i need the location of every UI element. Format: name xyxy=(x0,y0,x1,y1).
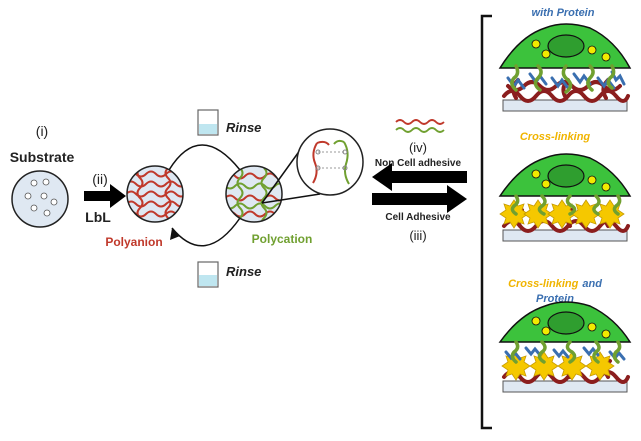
step-i-label: (i) xyxy=(36,123,48,139)
rinse-label-top: Rinse xyxy=(226,120,261,135)
cell-adhesive-label: Cell Adhesive xyxy=(385,212,451,223)
cell-panel-crosslink-protein xyxy=(498,301,632,393)
non-cell-adhesive-label: Non Cell adhesive xyxy=(375,158,462,169)
right-bracket xyxy=(480,14,492,430)
polyanion-label: Polyanion xyxy=(105,235,162,249)
lbl-arrow xyxy=(84,184,126,208)
panel-cross-linking-label: Cross-linking xyxy=(520,131,591,143)
cell-panel-protein xyxy=(498,23,632,112)
cell-panel-crosslink xyxy=(498,153,632,242)
lbl-label: LbL xyxy=(85,209,111,225)
panel-combined-and-word: and xyxy=(582,278,602,290)
polyanion-disc xyxy=(126,165,184,223)
cycle-loop xyxy=(168,144,241,247)
arrow-left-non-adhesive xyxy=(372,163,467,191)
rinse-label-bottom: Rinse xyxy=(226,264,261,279)
rinse-beaker-bottom xyxy=(197,261,219,288)
polycation-label: Polycation xyxy=(252,232,313,246)
panel-with-protein-label: with Protein xyxy=(532,7,595,19)
zoom-lines xyxy=(261,145,321,204)
step-ii-label: (ii) xyxy=(92,171,108,187)
polymer-chains-icon xyxy=(395,119,445,133)
zoom-detail-circle xyxy=(296,128,364,196)
step-iii-label: (iii) xyxy=(409,228,426,243)
step-iv-label: (iv) xyxy=(409,140,427,155)
substrate-disc xyxy=(11,170,69,228)
substrate-label: Substrate xyxy=(10,149,75,165)
polycation-disc xyxy=(225,165,283,223)
rinse-beaker-top xyxy=(197,109,219,136)
panel-combined-crosslink-word: Cross-linking xyxy=(508,278,579,290)
arrow-right-adhesive xyxy=(372,185,467,213)
